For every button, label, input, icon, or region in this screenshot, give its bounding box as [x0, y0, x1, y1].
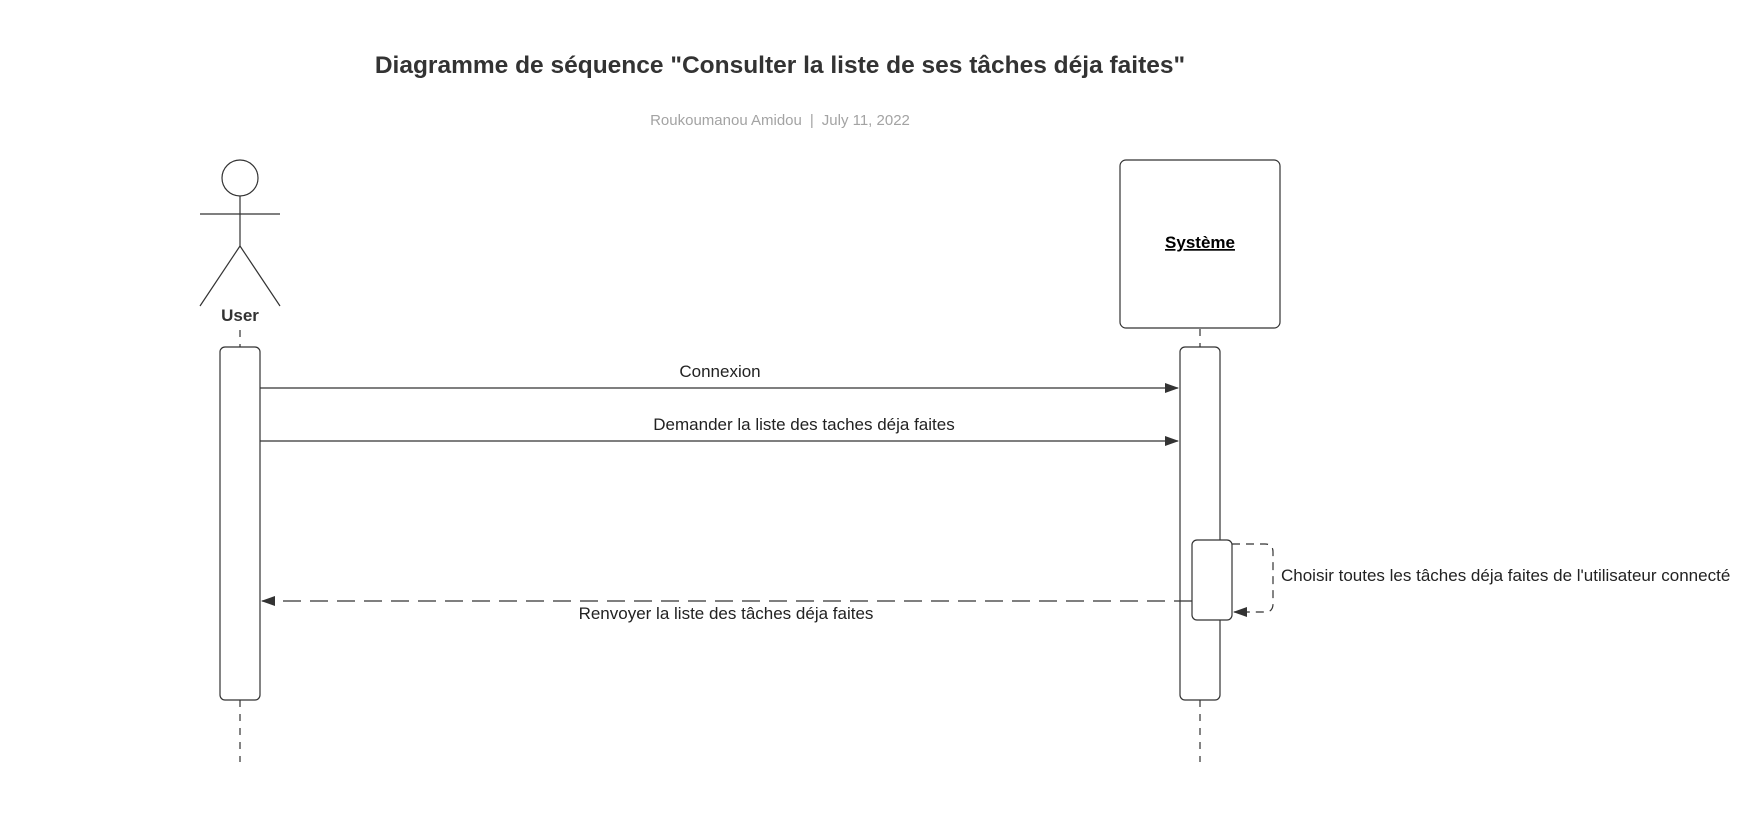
- system-activation-bar: [1179, 346, 1221, 701]
- system-object-box: [1119, 159, 1281, 329]
- user-actor-label: User: [221, 306, 259, 325]
- message-self-arrow: [1232, 543, 1274, 617]
- user-actor-icon: [199, 159, 281, 307]
- message-return-label: Renvoyer la liste des tâches déja faites: [579, 604, 874, 623]
- author-name: Roukoumanou Amidou: [650, 112, 802, 129]
- diagram-title: Diagramme de séquence "Consulter la list…: [374, 52, 1186, 79]
- message-request-label: Demander la liste des taches déja faites: [653, 415, 954, 434]
- user-activation-bar: [219, 346, 261, 701]
- subtitle-separator: |: [809, 112, 814, 129]
- system-object-label: Système: [1165, 233, 1235, 252]
- message-self-label: Choisir toutes les tâches déja faites de…: [1281, 566, 1730, 585]
- diagram-date: July 11, 2022: [821, 112, 910, 129]
- diagram-subtitle: Roukoumanou Amidou | July 11, 2022: [580, 112, 980, 129]
- message-connexion-label: Connexion: [679, 362, 760, 381]
- system-nested-activation-bar: [1191, 539, 1233, 621]
